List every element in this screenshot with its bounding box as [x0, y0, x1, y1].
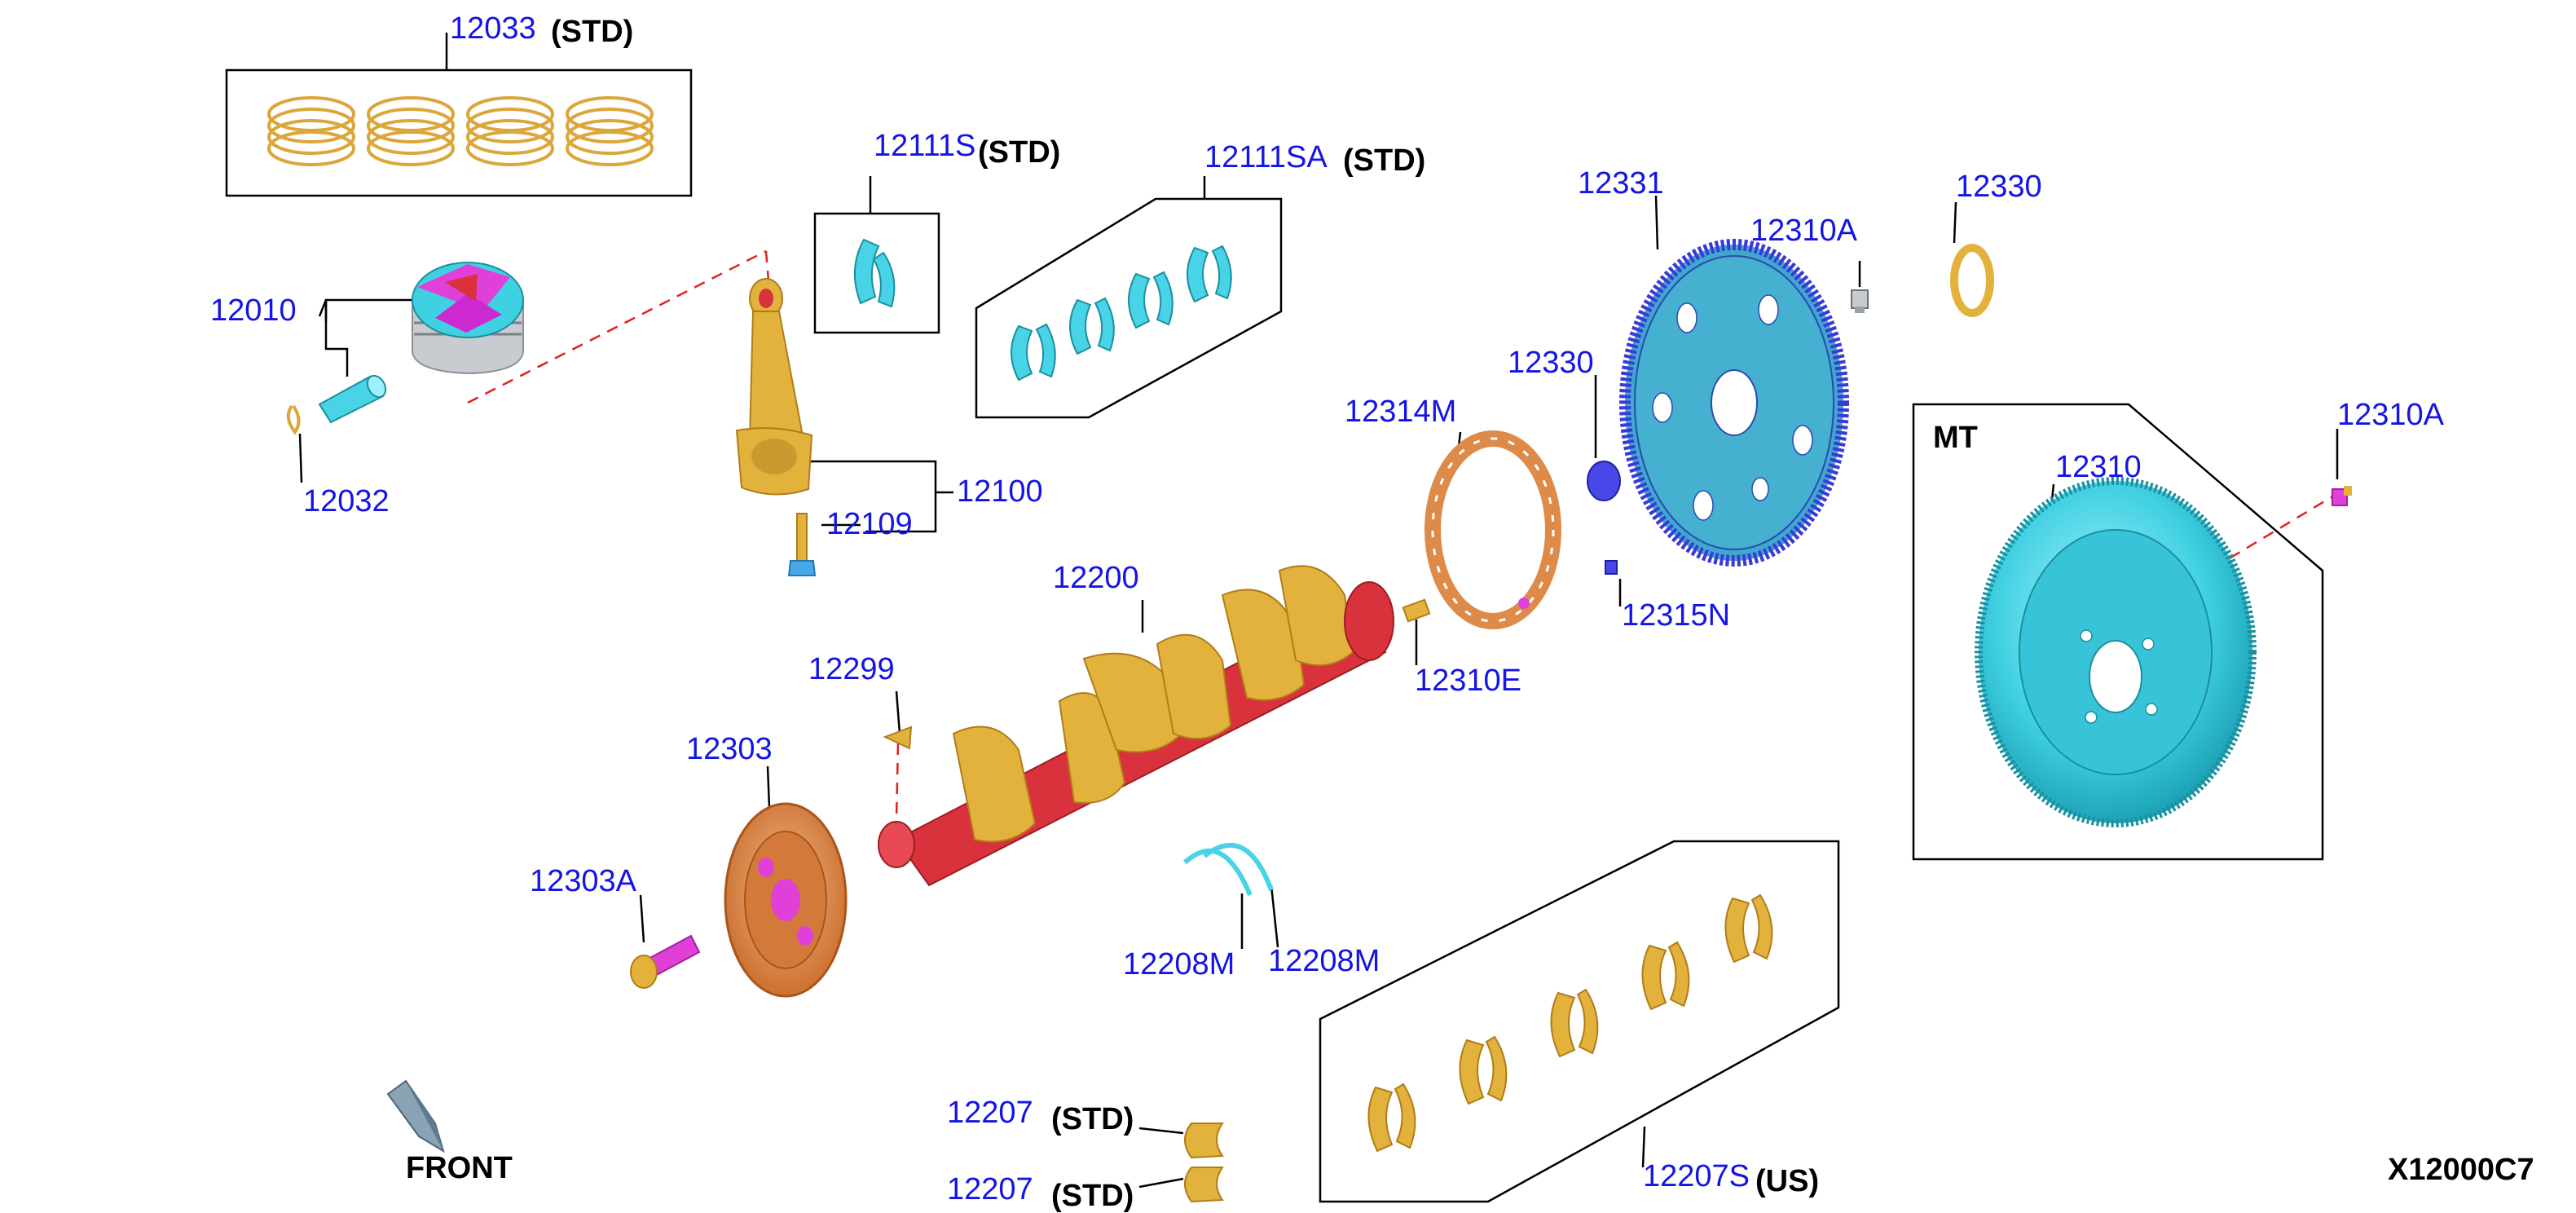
callout-12207s[interactable]: 12207S [1643, 1159, 1750, 1193]
crankshaft [878, 565, 1394, 887]
crankshaft-pulley-bolt [630, 934, 701, 989]
connecting-rod-bolt [787, 513, 817, 576]
reinforcement-plate [1950, 244, 1994, 317]
drive-plate [1619, 239, 1849, 567]
callout-12200[interactable]: 12200 [1053, 561, 1139, 595]
callout-12111s[interactable]: 12111S [874, 129, 976, 163]
pilot-bushing [1402, 598, 1431, 623]
callout-12207-a[interactable]: 12207 [947, 1096, 1033, 1130]
note-std-12033: (STD) [551, 15, 634, 49]
diagram-code: X12000C7 [2388, 1153, 2534, 1187]
frame-mt-flywheel [1912, 403, 2324, 861]
note-mt: MT [1933, 421, 1978, 455]
crankshaft-key [883, 726, 913, 750]
front-arrow-icon [386, 1079, 445, 1153]
thrust-washers [1182, 842, 1274, 897]
callout-12111sa[interactable]: 12111SA [1204, 140, 1328, 174]
piston-ring-set [267, 96, 654, 166]
callout-12207-b[interactable]: 12207 [947, 1172, 1033, 1206]
frame-piston-rings [225, 68, 693, 197]
callout-12208m-left[interactable]: 12208M [1123, 947, 1235, 981]
callout-12310[interactable]: 12310 [2055, 450, 2142, 484]
callout-12033[interactable]: 12033 [450, 11, 536, 46]
callout-12299[interactable]: 12299 [808, 652, 895, 686]
callout-12303a[interactable]: 12303A [530, 864, 637, 898]
callout-12100[interactable]: 12100 [957, 474, 1043, 509]
note-us-12207s: (US) [1755, 1164, 1820, 1198]
callout-12310a-drive-plate[interactable]: 12310A [1750, 214, 1858, 248]
callout-12331[interactable]: 12331 [1578, 166, 1664, 201]
piston [412, 262, 524, 375]
rod-bearing [853, 238, 896, 308]
rod-bearing-set [1011, 245, 1232, 382]
callout-12330-spacer[interactable]: 12330 [1508, 346, 1594, 380]
frame-rod-bearing [813, 212, 940, 334]
callout-12109[interactable]: 12109 [826, 507, 913, 541]
assembly-dashed-lines [467, 249, 2335, 819]
callout-12310e[interactable]: 12310E [1415, 664, 1522, 698]
frame-rod-bearing-set [975, 197, 1283, 419]
leader-lines [298, 33, 2339, 1189]
callout-12010[interactable]: 12010 [210, 293, 297, 328]
mt-flywheel-bolt [2332, 486, 2352, 506]
callout-12032[interactable]: 12032 [303, 484, 390, 518]
front-label: FRONT [406, 1151, 513, 1185]
main-bearing-single [1184, 1123, 1224, 1203]
note-std-12207-a: (STD) [1051, 1102, 1134, 1136]
drive-plate-bolt [1851, 289, 1869, 313]
note-std-12111sa: (STD) [1343, 143, 1426, 178]
main-bearing-set [1367, 893, 1773, 1153]
callout-12330-top[interactable]: 12330 [1956, 170, 2042, 204]
callout-12303[interactable]: 12303 [686, 732, 773, 766]
connecting-rod [735, 278, 813, 496]
callout-12314m[interactable]: 12314M [1345, 395, 1457, 429]
frame-main-bearing-set [1319, 840, 1840, 1203]
flywheel-spacer [1587, 461, 1621, 501]
crankshaft-pulley [724, 802, 848, 998]
note-std-12111s: (STD) [978, 135, 1061, 170]
piston-snap-ring [286, 404, 301, 435]
mt-flywheel [1975, 477, 2257, 827]
callout-12315n[interactable]: 12315N [1622, 598, 1731, 633]
plate-bolt [1605, 560, 1618, 575]
piston-pin [318, 374, 387, 424]
signal-plate [1425, 430, 1561, 629]
callout-12310a-mt[interactable]: 12310A [2337, 398, 2445, 432]
callout-12208m-right[interactable]: 12208M [1268, 944, 1380, 978]
note-std-12207-b: (STD) [1051, 1179, 1134, 1213]
